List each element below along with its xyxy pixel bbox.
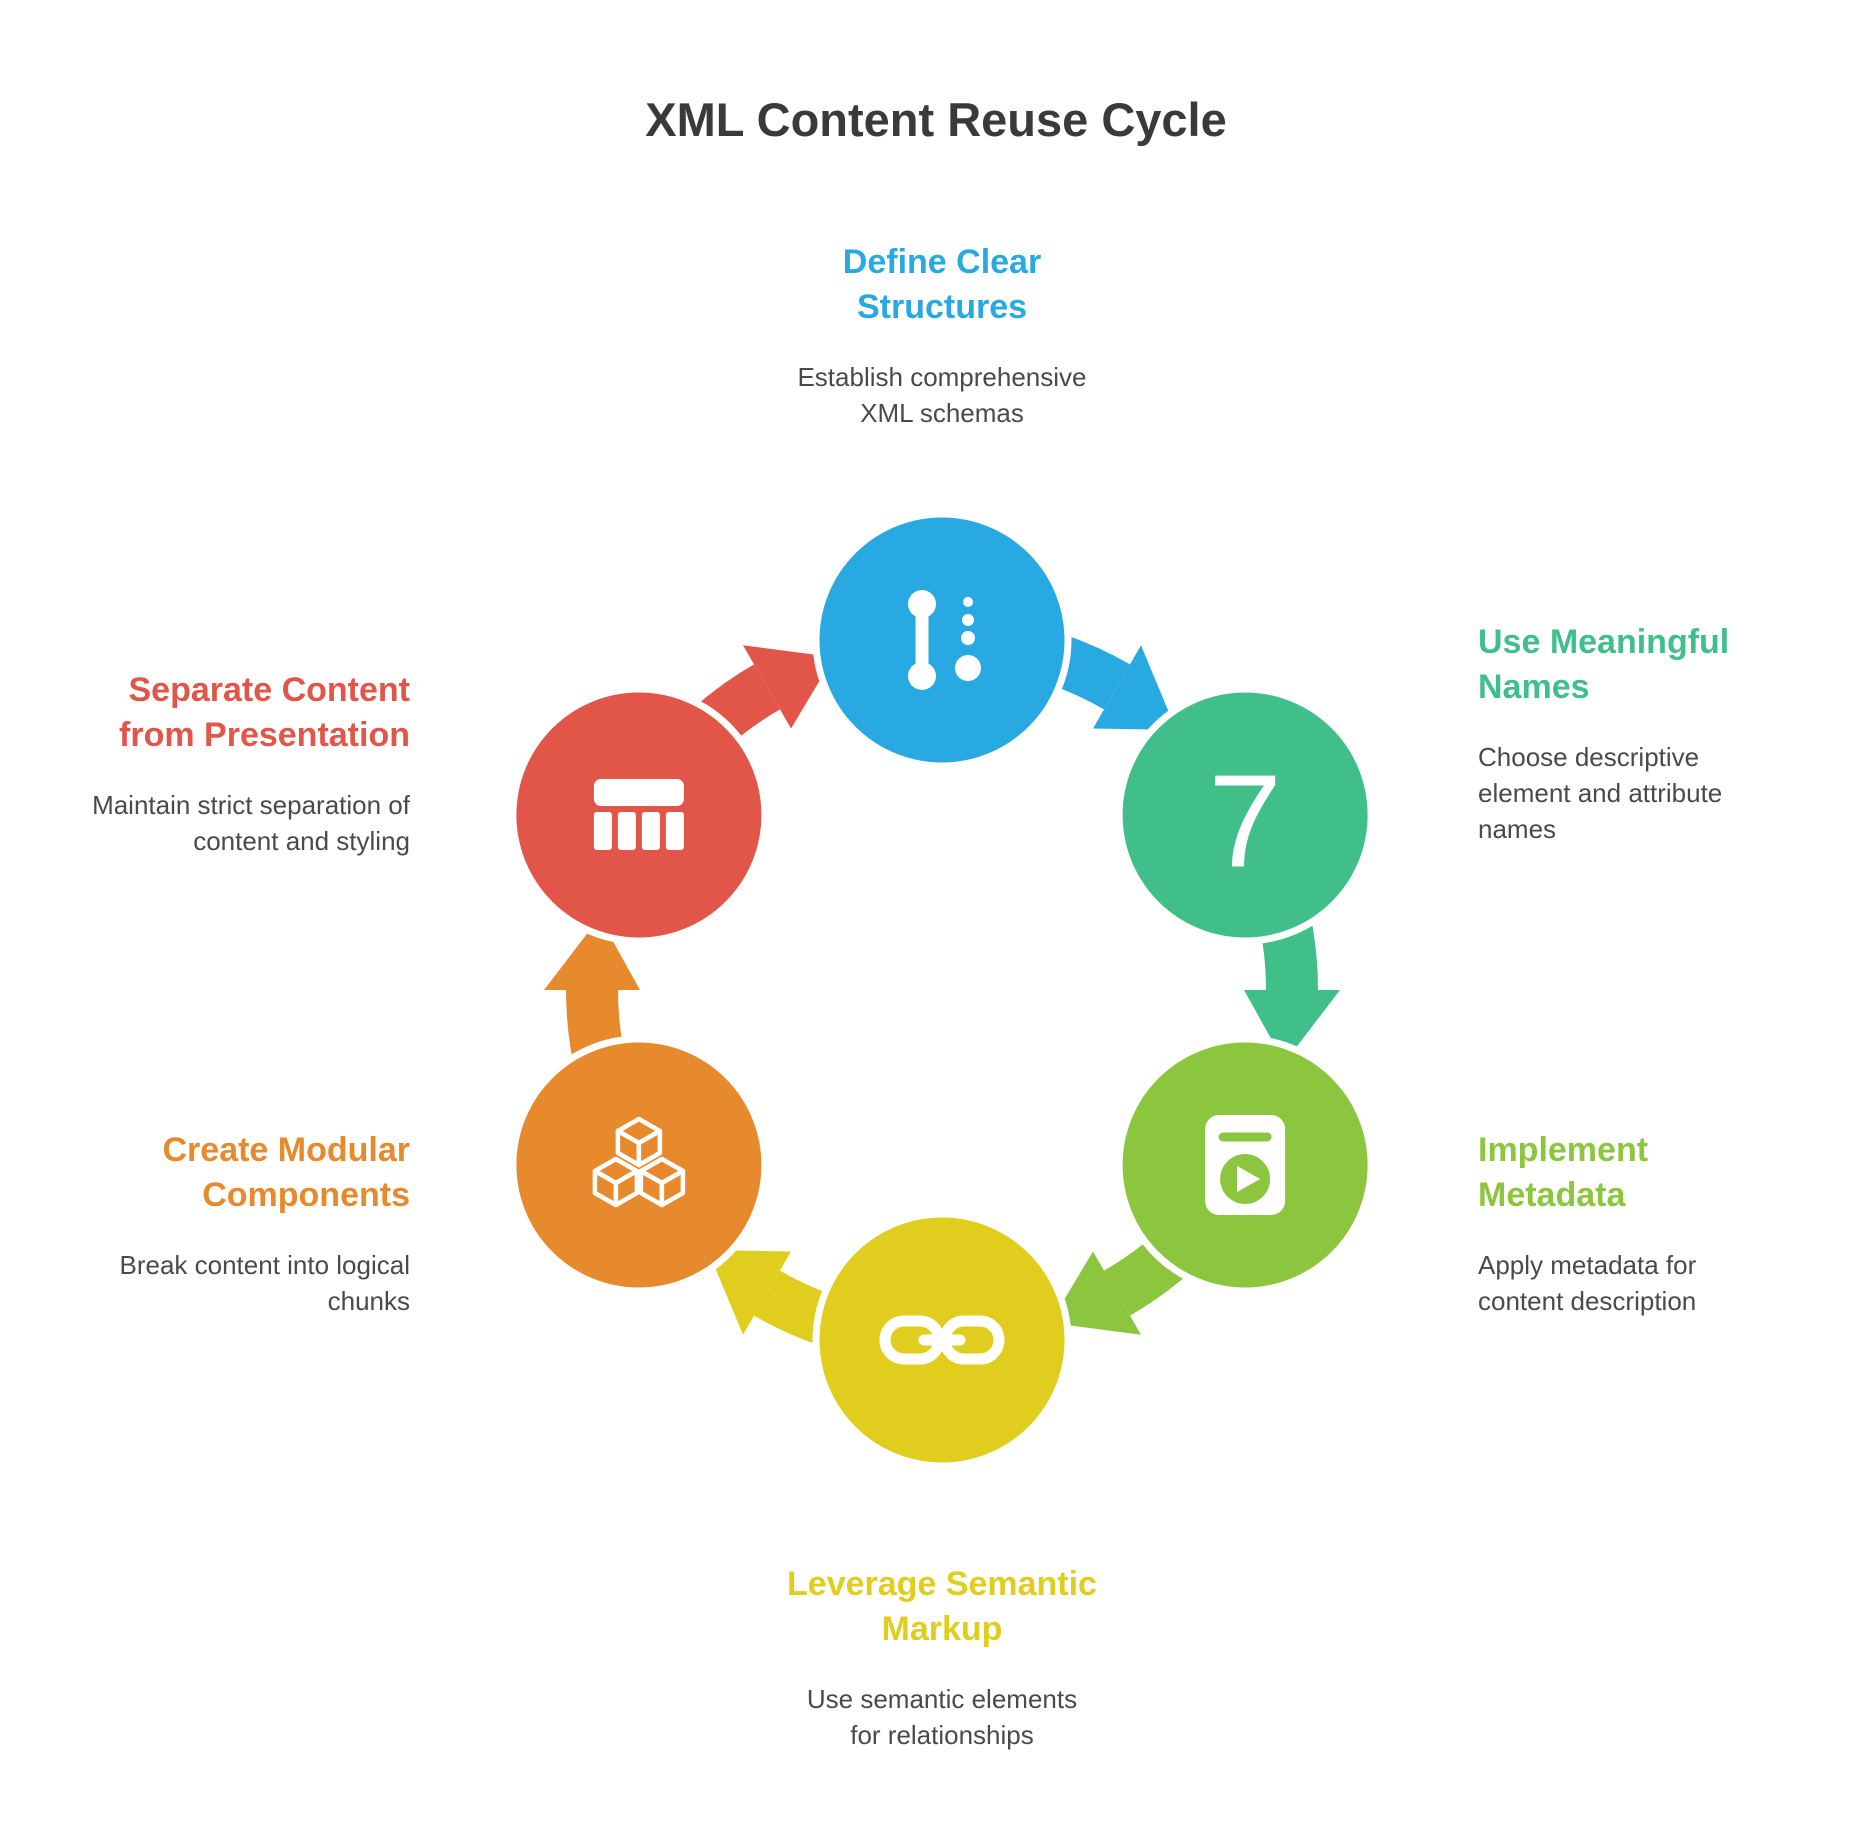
label-leverage-semantic-markup: Leverage Semantic Markup Use semantic el… — [752, 1562, 1132, 1754]
video-book-icon — [1205, 1115, 1286, 1215]
node-heading: Use Meaningful Names — [1478, 623, 1730, 706]
node-heading: Leverage Semantic Markup — [787, 1565, 1097, 1648]
svg-text:7: 7 — [1208, 748, 1281, 895]
label-implement-metadata: Implement Metadata Apply metadata for co… — [1478, 1128, 1778, 1320]
node-heading: Create Modular Components — [162, 1131, 411, 1214]
label-use-meaningful-names: Use Meaningful Names Choose descriptive … — [1478, 620, 1778, 847]
node-description: Use semantic elements for relationships — [806, 1683, 1078, 1750]
label-separate-content-from-presentation: Separate Content from Presentation Maint… — [70, 668, 410, 860]
node-description: Establish comprehensive XML schemas — [797, 361, 1087, 428]
diagram-title: XML Content Reuse Cycle — [645, 93, 1227, 146]
node-heading: Separate Content from Presentation — [119, 671, 410, 754]
node-description: Break content into logical chunks — [119, 1249, 410, 1316]
node-description: Maintain strict separation of content an… — [92, 789, 410, 856]
arrowhead — [1093, 645, 1177, 730]
arrowhead — [544, 917, 640, 990]
cubes-icon — [592, 1116, 686, 1208]
label-define-clear-structures: Define Clear Structures Establish compre… — [772, 240, 1112, 432]
node-circle — [1115, 685, 1375, 945]
arrowhead — [1050, 1251, 1141, 1335]
node-description: Apply metadata for content description — [1478, 1249, 1697, 1316]
node-circle — [509, 685, 769, 945]
chain-link-icon — [879, 1315, 1005, 1365]
node-description: Choose descriptive element and attribute… — [1478, 741, 1723, 844]
node-circle — [812, 510, 1072, 770]
arrowhead — [707, 1250, 791, 1335]
arrowhead — [743, 645, 834, 729]
label-create-modular-components: Create Modular Components Break content … — [70, 1128, 410, 1320]
node-heading: Define Clear Structures — [842, 243, 1042, 326]
number-seven-icon: 7 — [1208, 748, 1281, 895]
table-icon — [593, 779, 684, 850]
workflow-steps-icon — [908, 590, 981, 690]
node-heading: Implement Metadata — [1478, 1131, 1649, 1214]
arrowhead — [1244, 990, 1340, 1063]
